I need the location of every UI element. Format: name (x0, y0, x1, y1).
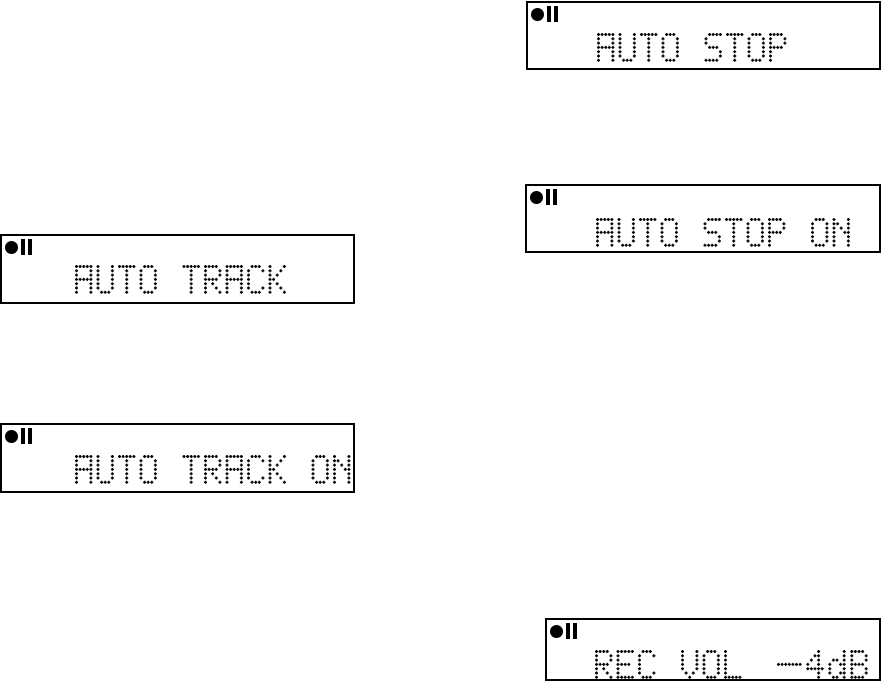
pause-bar-icon (572, 623, 577, 639)
pause-bar-icon (565, 623, 570, 639)
pause-bar-icon (545, 189, 550, 205)
pause-bar-icon (27, 428, 32, 444)
dot-matrix-text (75, 455, 351, 484)
rec-pause-icon (530, 189, 557, 205)
pause-bar-icon (20, 428, 25, 444)
lcd-panel-auto-track: AUTO TRACK (0, 234, 355, 304)
dot-matrix-text (596, 218, 850, 247)
rec-pause-icon (550, 623, 577, 639)
pause-bar-icon (27, 239, 32, 255)
lcd-panel-auto-stop: AUTO STOP (526, 1, 881, 70)
pause-bar-icon (20, 239, 25, 255)
dot-matrix-text (595, 650, 868, 679)
lcd-panel-rec-vol: REC VOL -4dB (545, 618, 881, 681)
rec-pause-icon (531, 6, 558, 22)
record-circle-icon (5, 429, 18, 443)
pause-bar-icon (553, 6, 558, 22)
record-circle-icon (550, 624, 563, 638)
record-circle-icon (5, 240, 18, 254)
lcd-panel-auto-track-on: AUTO TRACK ON (0, 423, 355, 493)
rec-pause-icon (5, 428, 32, 444)
pause-bar-icon (552, 189, 557, 205)
pause-bar-icon (546, 6, 551, 22)
record-circle-icon (530, 190, 543, 204)
dot-matrix-text (75, 265, 286, 294)
lcd-panel-auto-stop-on: AUTO STOP ON (525, 184, 881, 253)
record-circle-icon (531, 7, 544, 21)
dot-matrix-text (597, 33, 787, 62)
rec-pause-icon (5, 239, 32, 255)
